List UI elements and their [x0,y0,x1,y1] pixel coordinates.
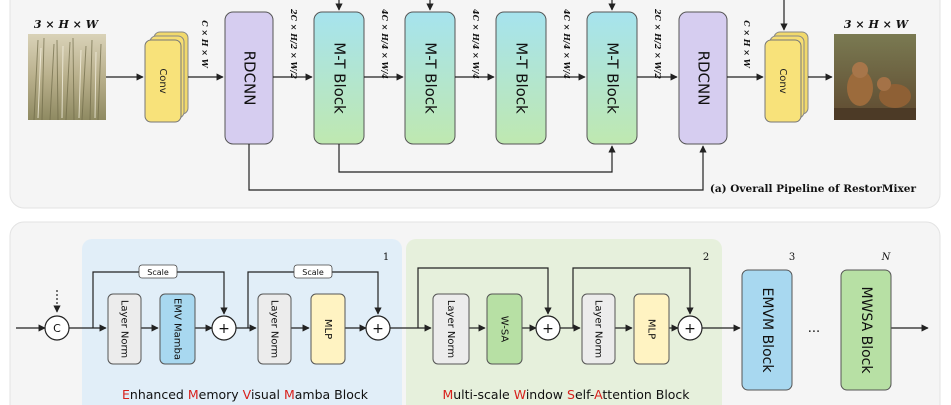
title-part: W [514,387,526,402]
svg-text:MWSA Block: MWSA Block [858,287,874,375]
title-part: M [284,387,295,402]
title-part: M [188,387,199,402]
pipeline-caption: (a) Overall Pipeline of RestorMixer [710,183,917,195]
emvm-title: Enhanced Memory Visual Mamba Block [122,387,369,402]
rdcnn-block-left: RDCNN [224,11,274,145]
emv-mamba: EMV Mamba [159,293,196,365]
svg-text:+: + [684,321,696,337]
input-dims: 3 × H × W [34,18,100,31]
title-part: elf- [575,387,594,402]
svg-text:MLP: MLP [322,319,333,339]
dim-label-6: C × H × W [742,20,752,68]
svg-text:Layer Norm: Layer Norm [269,300,280,358]
svg-text:W-SA: W-SA [499,316,510,343]
svg-text:M-T Block: M-T Block [422,42,440,114]
svg-text:C × H × W: C × H × W [742,20,752,68]
scale-label-1: Scale [138,264,178,279]
svg-text:M-T Block: M-T Block [331,42,349,114]
mlp-1: MLP [310,293,346,365]
mt-block-1: M-T Block [313,11,365,145]
emvm-block: EMVM Block [741,269,793,391]
layer-norm-3: Layer Norm [432,293,470,365]
svg-text:EMV Mamba: EMV Mamba [172,298,183,360]
svg-text:Layer Norm: Layer Norm [593,300,604,358]
svg-text:4C × H/4 × W/4: 4C × H/4 × W/4 [471,9,481,79]
svg-text:+: + [372,321,384,337]
svg-text:Layer Norm: Layer Norm [119,300,130,358]
title-part: isual [251,387,284,402]
index-label-1: 1 [383,252,389,263]
svg-text:4C × H/4 × W/4: 4C × H/4 × W/4 [562,9,572,79]
pipeline-arrows [106,0,833,191]
dim-label-5: 2C × H/2 × W/2 [653,8,663,79]
title-part: nhanced [130,387,188,402]
title-part: M [442,387,453,402]
plus-node-4: + [677,315,703,341]
title-part: ttention Block [602,387,690,402]
dim-label-3: 4C × H/4 × W/4 [471,9,481,79]
output-image [834,34,916,120]
mt-block-3: M-T Block [495,11,547,145]
conv-label-out: Conv [777,68,788,93]
svg-text:M-T Block: M-T Block [604,42,622,114]
title-part: S [567,387,575,402]
plus-node-2: + [365,315,391,341]
mwsa-block: MWSA Block [840,269,892,391]
svg-text:2C × H/2 × W/2: 2C × H/2 × W/2 [653,8,663,79]
title-part: A [594,387,603,402]
conv-label: Conv [157,68,168,93]
mt-block-4: M-T Block [586,11,638,145]
layer-norm-2: Layer Norm [257,293,292,365]
layer-norm-4: Layer Norm [581,293,616,365]
dim-label-0: C × H × W [200,20,210,68]
scale-label-2: Scale [293,264,333,279]
title-part: V [243,387,252,402]
dim-label-4: 4C × H/4 × W/4 [562,9,572,79]
mt-block-2: M-T Block [404,11,456,145]
svg-text:Scale: Scale [147,268,169,277]
title-part: amba Block [295,387,369,402]
ellipsis: ... [808,321,820,336]
w-sa: W-SA [486,293,523,365]
dim-label-1: 2C × H/2 × W/2 [289,8,299,79]
output-dims: 3 × H × W [844,18,910,31]
svg-text:4C × H/4 × W/4: 4C × H/4 × W/4 [380,9,390,79]
output-conv: Conv [764,31,809,123]
svg-text:EMVM Block: EMVM Block [759,288,775,374]
title-part: ulti-scale [453,387,513,402]
svg-text:Scale: Scale [302,268,324,277]
title-part: emory [199,387,243,402]
svg-text:Layer Norm: Layer Norm [445,300,456,358]
title-part: indow [526,387,567,402]
svg-text:+: + [218,321,230,337]
mwsa-title: Multi-scale Window Self-Attention Block [442,387,690,402]
title-part: E [122,387,130,402]
index-label-3: 3 [789,252,795,263]
svg-text:C: C [53,322,61,335]
layer-norm-1: Layer Norm [107,293,142,365]
index-label-n: N [881,252,892,263]
svg-text:C × H × W: C × H × W [200,20,210,68]
svg-text:RDCNN: RDCNN [241,51,259,106]
svg-text:M-T Block: M-T Block [513,42,531,114]
svg-text:MLP: MLP [646,319,657,339]
plus-node-3: + [535,315,561,341]
concat-node: C [44,315,70,341]
input-conv: Conv [144,31,189,123]
svg-text:RDCNN: RDCNN [695,51,713,106]
index-label-2: 2 [703,252,709,263]
plus-node-1: + [211,315,237,341]
dim-label-2: 4C × H/4 × W/4 [380,9,390,79]
mlp-2: MLP [633,293,670,365]
rdcnn-block-right: RDCNN [678,11,728,145]
svg-text:2C × H/2 × W/2: 2C × H/2 × W/2 [289,8,299,79]
input-image [28,34,106,121]
svg-text:+: + [542,321,554,337]
